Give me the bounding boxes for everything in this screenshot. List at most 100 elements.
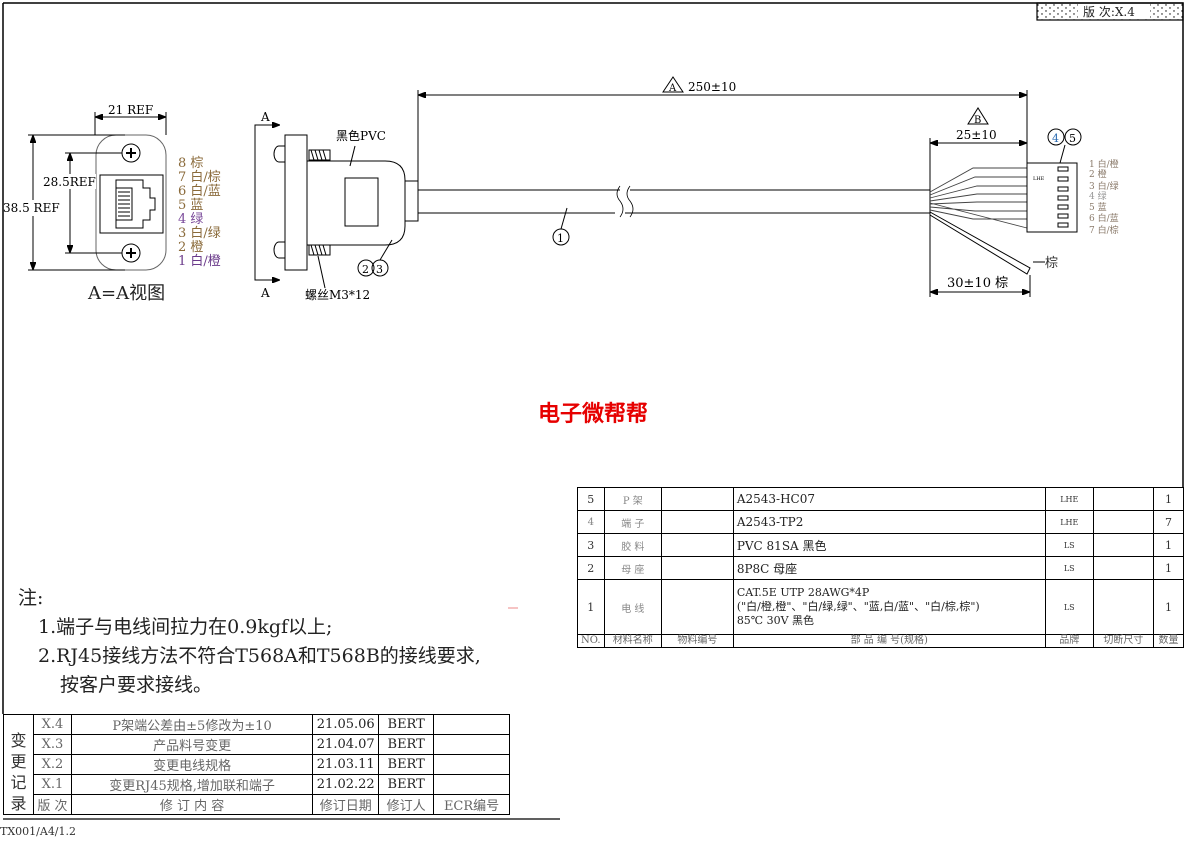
- notes-title: 注:: [18, 587, 44, 609]
- cell: BERT: [378, 774, 435, 795]
- spec-line: 85℃ 30V 黑色: [736, 614, 815, 627]
- cell: 1: [1153, 487, 1184, 511]
- column-header: 切断尺寸: [1092, 634, 1155, 648]
- flag-b-icon: [967, 107, 989, 125]
- note-item: 2.RJ45接线方法不符合T568A和T568B的接线要求,: [38, 645, 481, 667]
- pin-label: 3 白/绿: [178, 225, 221, 241]
- brown-dim: 30±10 棕: [947, 276, 1008, 291]
- column-header: 数量: [1153, 634, 1184, 648]
- cell: X.2: [32, 754, 72, 775]
- pin-label: 7 白/棕: [178, 169, 221, 185]
- cell: A2543-HC07: [732, 487, 1046, 511]
- section-label: A: [260, 286, 270, 300]
- column-header: 修订日期: [312, 794, 380, 815]
- view-caption: A=A视图: [87, 283, 165, 304]
- cell: 变更电线规格: [70, 754, 314, 775]
- cell: 1: [1153, 533, 1184, 557]
- connector-pin-label: 2 橙: [1089, 168, 1107, 180]
- height-dim: 38.5 REF: [3, 201, 60, 215]
- version-label: 版 次:X.4: [1083, 5, 1135, 19]
- pin-label: 1 白/橙: [178, 253, 221, 269]
- connector-pin-label: 5 蓝: [1089, 201, 1107, 213]
- connector-housing: [1026, 162, 1078, 233]
- connector-pin-label: 1 白/橙: [1089, 158, 1119, 170]
- cell: [661, 533, 734, 557]
- material-label: 黑色PVC: [336, 129, 386, 143]
- cell: P架端公差由±5修改为±10: [70, 714, 314, 735]
- cell: 端 子: [603, 510, 663, 534]
- cell: [433, 734, 510, 755]
- cell: P 架: [603, 487, 663, 511]
- column-header: 品牌: [1044, 634, 1094, 648]
- strip-dim: 25±10: [956, 128, 997, 142]
- screw-icon: [121, 243, 141, 263]
- column-header: ECR编号: [433, 794, 510, 815]
- table-header-row: NO.材料名称物料编号部 品 编 号(规格)品牌切断尺寸数量: [577, 634, 1184, 648]
- cell: [661, 579, 734, 635]
- cell: [1092, 556, 1155, 580]
- column-header: NO.: [577, 634, 605, 648]
- connector-pin-label: 7 白/棕: [1089, 224, 1119, 236]
- cell: X.3: [32, 734, 72, 755]
- flange-outline: [95, 134, 167, 271]
- form-code: TX001/A4/1.2: [0, 825, 77, 838]
- note-item: 按客户要求接线。: [60, 674, 213, 696]
- cell: LHE: [1044, 487, 1094, 511]
- pin-label: 2 橙: [178, 240, 203, 255]
- cable: A 250±10 B 25±10 1 棕 30±10 棕 LHE 4 5 1 白…: [417, 76, 1119, 297]
- spec-line: ("白/橙,橙"、"白/绿,绿"、"蓝,白/蓝"、"白/棕,棕"): [736, 600, 980, 613]
- brown-wire-label: 棕: [1045, 256, 1058, 271]
- pin-label: 5 蓝: [178, 198, 203, 213]
- flag-b: B: [974, 115, 981, 126]
- cell: 变更RJ45规格,增加联和端子: [70, 774, 314, 795]
- screw-icon: [121, 143, 141, 163]
- pin-label: 6 白/蓝: [178, 183, 221, 199]
- pin-label: 8 棕: [178, 156, 203, 171]
- connector-pin-label: 4 绿: [1089, 190, 1107, 202]
- cell: A2543-TP2: [732, 510, 1046, 534]
- cell: PVC 81SA 黑色: [732, 533, 1046, 557]
- cell: 母 座: [603, 556, 663, 580]
- cell: 21.05.06: [312, 714, 380, 735]
- connector-pin-label: 6 白/蓝: [1089, 212, 1119, 224]
- length-dim: 250±10: [688, 80, 736, 94]
- cell: LS: [1044, 579, 1094, 635]
- balloon-4: 4: [1052, 132, 1059, 145]
- balloon-5: 5: [1069, 132, 1076, 145]
- column-header: 物料编号: [661, 634, 734, 648]
- column-header: 修订人: [378, 794, 435, 815]
- cell: BERT: [378, 714, 435, 735]
- cell: 4: [577, 510, 605, 534]
- cell: 21.03.11: [312, 754, 380, 775]
- cell: [433, 774, 510, 795]
- connector-pin-label: 3 白/绿: [1089, 180, 1119, 192]
- cell: 产品料号变更: [70, 734, 314, 755]
- cell: 8P8C 母座: [732, 556, 1046, 580]
- pin-label: 4 绿: [178, 212, 203, 227]
- cell: LHE: [1044, 510, 1094, 534]
- flag-a: A: [668, 83, 677, 94]
- cell: [661, 510, 734, 534]
- connector-mark: LHE: [1033, 176, 1045, 182]
- balloon-2: 2: [362, 263, 369, 276]
- cell: 1: [1153, 556, 1184, 580]
- cell: 3: [577, 533, 605, 557]
- cell: X.1: [32, 774, 72, 795]
- front-view: 21 REF 38.5 REF 28.5REF 8 棕 7 白/棕 6 白/蓝 …: [3, 103, 221, 304]
- cell: [1092, 510, 1155, 534]
- cell: 1: [577, 579, 605, 635]
- cell: 胶 料: [603, 533, 663, 557]
- note-item: 1.端子与电线间拉力在0.9kgf以上;: [38, 616, 333, 638]
- screw-label: 螺丝M3*12: [305, 288, 370, 302]
- cell: 电 线: [603, 579, 663, 635]
- section-label: A: [260, 110, 270, 124]
